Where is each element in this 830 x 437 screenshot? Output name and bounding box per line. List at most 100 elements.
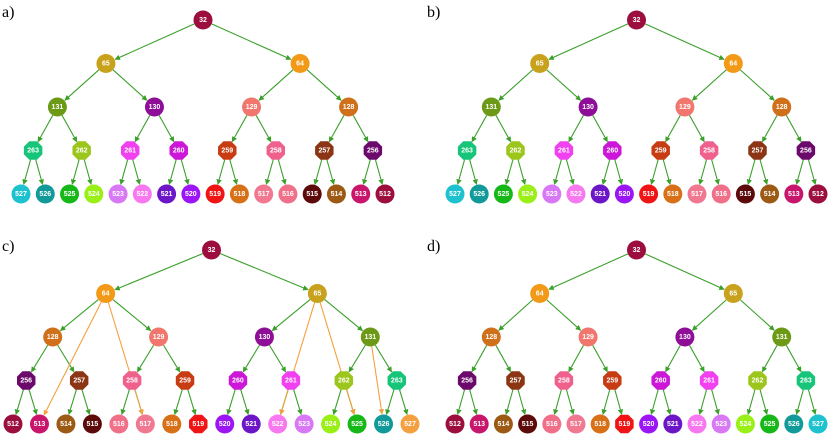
node-label-260: 260 xyxy=(173,148,185,155)
node-label-520: 520 xyxy=(643,421,655,428)
node-shape-262 xyxy=(334,371,354,390)
node-131: 131 xyxy=(360,327,380,347)
edge-64-128 xyxy=(306,69,342,101)
node-shape-260 xyxy=(603,141,622,160)
node-label-526: 526 xyxy=(378,421,390,428)
node-label-259: 259 xyxy=(221,148,233,155)
edge-258-516 xyxy=(120,389,130,415)
node-label-517: 517 xyxy=(139,421,151,428)
node-259: 259 xyxy=(175,371,195,390)
edge-64-128 xyxy=(498,299,533,331)
node-shape-261 xyxy=(120,141,140,160)
node-522: 522 xyxy=(132,184,152,204)
node-shape-521 xyxy=(157,184,177,204)
node-label-64: 64 xyxy=(729,61,737,68)
edge-261-522 xyxy=(698,389,708,415)
node-515: 515 xyxy=(82,414,102,434)
edge-259-518 xyxy=(229,159,239,185)
edge-130-261 xyxy=(134,115,151,143)
edge-65-131 xyxy=(498,69,533,101)
edge-128-257 xyxy=(495,345,512,373)
edge-260-520 xyxy=(180,159,190,185)
node-129: 129 xyxy=(242,97,262,117)
node-label-263: 263 xyxy=(27,148,39,155)
node-label-259: 259 xyxy=(179,378,191,385)
edge-128-257 xyxy=(328,115,345,143)
node-519: 519 xyxy=(189,414,208,434)
node-shape-519 xyxy=(615,414,634,434)
node-shape-263 xyxy=(23,141,43,160)
node-130: 130 xyxy=(144,97,164,117)
edge-258-516 xyxy=(277,159,287,185)
node-258: 258 xyxy=(122,371,142,390)
edge-257-515 xyxy=(81,389,91,415)
node-shape-518 xyxy=(590,414,610,434)
node-label-525: 525 xyxy=(64,191,76,198)
node-label-512: 512 xyxy=(449,421,461,428)
edge-128-256 xyxy=(471,345,488,373)
node-64: 64 xyxy=(723,54,743,73)
node-65: 65 xyxy=(307,284,327,303)
edge-260-521 xyxy=(601,159,611,185)
node-shape-513 xyxy=(29,414,49,434)
node-label-129: 129 xyxy=(153,334,165,341)
node-523: 523 xyxy=(542,184,562,204)
edge-260-520 xyxy=(614,159,624,185)
edge-130-261 xyxy=(568,115,584,143)
edge-128-257 xyxy=(761,115,778,143)
node-129: 129 xyxy=(149,327,169,347)
node-shape-64 xyxy=(290,54,310,73)
edge-263-527 xyxy=(456,159,466,185)
node-label-522: 522 xyxy=(570,191,582,198)
node-shape-519 xyxy=(639,184,659,204)
edge-130-260 xyxy=(665,345,681,373)
node-522: 522 xyxy=(268,414,288,434)
node-label-256: 256 xyxy=(800,148,812,155)
edge-256-512 xyxy=(807,159,817,185)
node-shape-32 xyxy=(202,240,221,260)
node-260: 260 xyxy=(651,371,670,390)
node-shape-516 xyxy=(109,414,129,434)
node-shape-520 xyxy=(614,184,634,204)
node-shape-517 xyxy=(254,184,274,204)
edge-261-523 xyxy=(119,159,129,185)
node-label-514: 514 xyxy=(764,191,776,198)
node-516: 516 xyxy=(542,414,562,434)
node-258: 258 xyxy=(266,141,286,160)
node-515: 515 xyxy=(518,414,538,434)
node-522: 522 xyxy=(687,414,707,434)
node-label-260: 260 xyxy=(606,148,618,155)
node-shape-256 xyxy=(457,371,477,390)
edge-258-517 xyxy=(265,159,274,185)
edge-129-259 xyxy=(163,344,181,373)
node-label-522: 522 xyxy=(691,421,703,428)
edge-65-130 xyxy=(546,69,582,101)
node-label-128: 128 xyxy=(776,104,788,111)
node-shape-527 xyxy=(808,414,828,434)
edge-64-128 xyxy=(60,299,99,332)
node-label-65: 65 xyxy=(102,61,110,68)
edge-129-258 xyxy=(689,115,705,143)
node-shape-517 xyxy=(687,184,707,204)
node-label-258: 258 xyxy=(126,378,138,385)
node-shape-259 xyxy=(218,141,237,160)
node-520: 520 xyxy=(614,184,634,204)
node-shape-259 xyxy=(175,371,195,390)
node-32: 32 xyxy=(627,240,646,260)
node-shape-514 xyxy=(326,184,346,204)
node-263: 263 xyxy=(457,141,477,160)
node-518: 518 xyxy=(229,184,249,204)
node-label-64: 64 xyxy=(102,291,110,298)
node-513: 513 xyxy=(469,414,489,434)
node-label-512: 512 xyxy=(812,191,824,198)
node-shape-257 xyxy=(315,141,334,160)
node-shape-257 xyxy=(748,141,767,160)
edge-257-514 xyxy=(326,159,336,185)
node-label-513: 513 xyxy=(34,421,46,428)
node-label-526: 526 xyxy=(473,191,485,198)
node-shape-526 xyxy=(374,414,394,434)
node-label-517: 517 xyxy=(570,421,582,428)
node-label-257: 257 xyxy=(318,148,330,155)
node-514: 514 xyxy=(56,414,76,434)
